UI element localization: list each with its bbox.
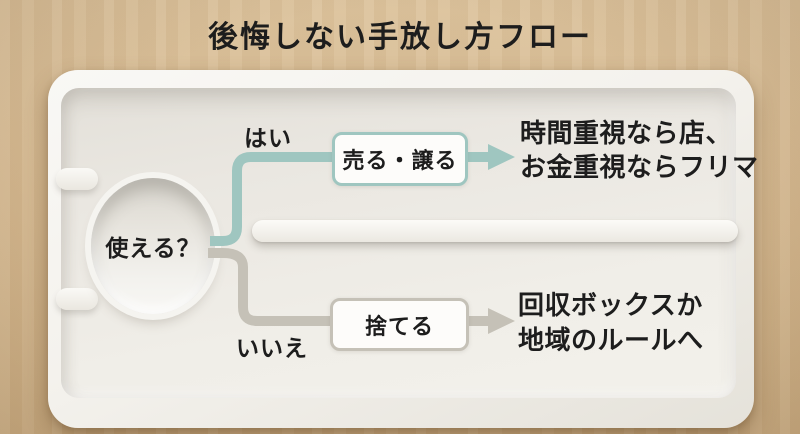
yes-outcome-text: 時間重視なら店、 お金重視ならフリマ [520, 116, 759, 184]
no-outcome-line-1: 回収ボックスか [518, 290, 703, 320]
yes-action-label: 売る・譲る [342, 148, 458, 173]
start-node-label: 使える？ [105, 235, 201, 261]
tray-ridge [252, 220, 738, 242]
page-title: 後悔しない手放し方フロー [208, 21, 592, 54]
no-action-label: 捨てる [364, 313, 434, 339]
no-branch-label: いいえ [236, 335, 308, 361]
yes-outcome-line-2: お金重視ならフリマ [520, 152, 759, 182]
no-outcome-text: 回収ボックスか 地域のルールへ [518, 288, 704, 358]
no-action-box: 捨てる [330, 298, 469, 351]
start-node: 使える？ [91, 178, 215, 314]
tray-divider-stub-bottom [56, 288, 98, 310]
yes-branch-label: はい [244, 125, 292, 151]
yes-outcome-line-1: 時間重視なら店、 [520, 118, 733, 148]
tray-divider-stub-top [56, 168, 98, 190]
yes-action-box: 売る・譲る [332, 132, 468, 186]
no-outcome-line-2: 地域のルールへ [518, 325, 704, 355]
